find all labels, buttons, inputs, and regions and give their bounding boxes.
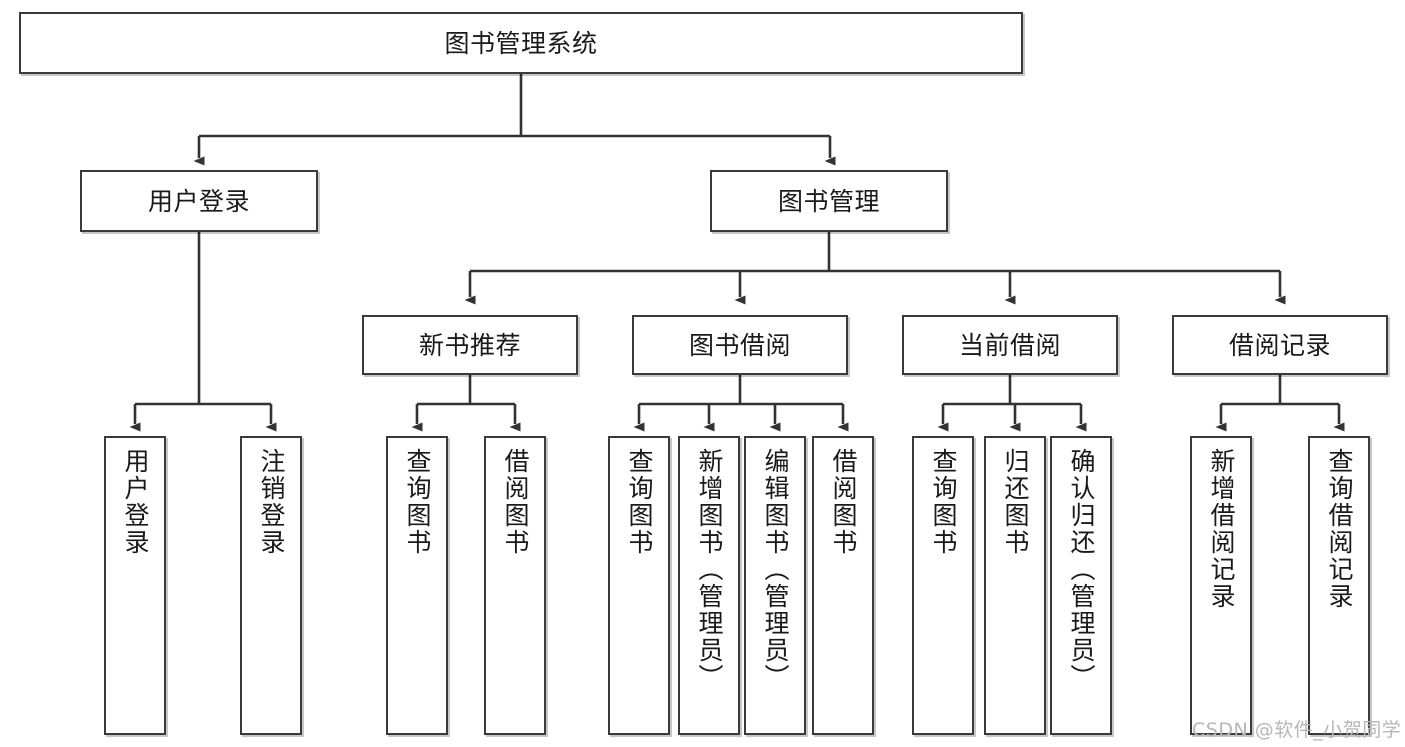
leaf-confirm-return-admin-label: 确认归还（管理员） — [1067, 448, 1096, 691]
leaf-query-record-label: 查询借阅记录 — [1325, 448, 1354, 610]
leaf-borrow-book[interactable]: 借阅图书 — [812, 436, 874, 735]
leaf-borrow-book-rec[interactable]: 借阅图书 — [484, 436, 546, 735]
leaf-add-book-admin[interactable]: 新增图书（管理员） — [678, 436, 740, 735]
leaf-edit-book-admin-label: 编辑图书（管理员） — [761, 448, 790, 691]
node-borrow-record[interactable]: 借阅记录 — [1172, 315, 1388, 375]
leaf-logout[interactable]: 注销登录 — [240, 436, 302, 735]
leaf-query-book-rec-label: 查询图书 — [403, 448, 432, 556]
node-user-login-label: 用户登录 — [147, 186, 250, 216]
leaf-query-book-rec[interactable]: 查询图书 — [386, 436, 448, 735]
node-new-book-rec-label: 新书推荐 — [418, 330, 521, 360]
csdn-watermark: CSDN @软件_小贺同学 — [1192, 719, 1402, 741]
leaf-edit-book-admin[interactable]: 编辑图书（管理员） — [744, 436, 806, 735]
leaf-query-book-label: 查询图书 — [625, 448, 654, 556]
leaf-add-record[interactable]: 新增借阅记录 — [1190, 436, 1252, 735]
node-book-borrow[interactable]: 图书借阅 — [632, 315, 848, 375]
node-book-borrow-label: 图书借阅 — [688, 330, 791, 360]
leaf-borrow-book-label: 借阅图书 — [829, 448, 858, 556]
node-user-login[interactable]: 用户登录 — [80, 170, 318, 232]
node-current-borrow[interactable]: 当前借阅 — [902, 315, 1118, 375]
leaf-return-book[interactable]: 归还图书 — [984, 436, 1046, 735]
leaf-query-book-cur-label: 查询图书 — [929, 448, 958, 556]
node-book-manage-label: 图书管理 — [777, 186, 880, 216]
node-root-label: 图书管理系统 — [444, 28, 598, 58]
node-root[interactable]: 图书管理系统 — [19, 12, 1023, 74]
node-current-borrow-label: 当前借阅 — [958, 330, 1061, 360]
leaf-logout-label: 注销登录 — [257, 448, 286, 556]
leaf-query-book-cur[interactable]: 查询图书 — [912, 436, 974, 735]
leaf-return-book-label: 归还图书 — [1001, 448, 1030, 556]
node-book-manage[interactable]: 图书管理 — [710, 170, 948, 232]
leaf-query-book[interactable]: 查询图书 — [608, 436, 670, 735]
node-borrow-record-label: 借阅记录 — [1228, 330, 1331, 360]
leaf-query-record[interactable]: 查询借阅记录 — [1308, 436, 1370, 735]
node-new-book-rec[interactable]: 新书推荐 — [362, 315, 578, 375]
leaf-user-login-label: 用户登录 — [121, 448, 150, 556]
leaf-confirm-return-admin[interactable]: 确认归还（管理员） — [1050, 436, 1112, 735]
leaf-borrow-book-rec-label: 借阅图书 — [501, 448, 530, 556]
leaf-add-book-admin-label: 新增图书（管理员） — [695, 448, 724, 691]
leaf-user-login[interactable]: 用户登录 — [104, 436, 166, 735]
leaf-add-record-label: 新增借阅记录 — [1207, 448, 1236, 610]
